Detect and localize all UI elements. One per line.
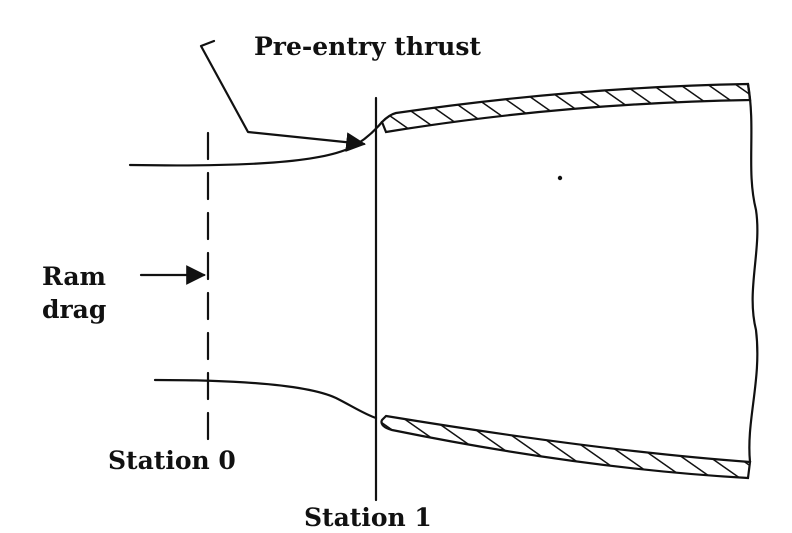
station-0-label: Station 0 [108,446,236,475]
station-1-label: Station 1 [304,503,432,532]
drag-label: drag [42,295,106,324]
pre-entry-thrust-label: Pre-entry thrust [254,32,481,61]
lower-duct-wall [380,414,752,480]
stray-dot [557,175,563,181]
ram-label: Ram [42,262,106,291]
upper-streamline [128,120,384,167]
pre-entry-thrust-leader [199,39,366,153]
upper-duct-wall [380,82,752,134]
lower-streamline [153,378,378,420]
duct-break-line [746,82,759,464]
